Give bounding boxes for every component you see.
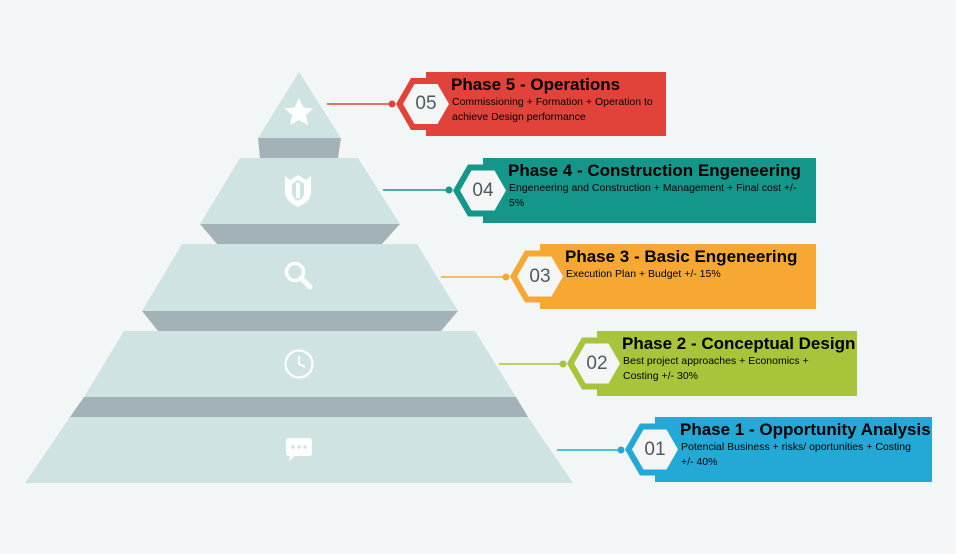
connector-dot-4 (445, 186, 453, 194)
phase-description-2: Best project approaches + Economics + Co… (623, 355, 809, 382)
phase-card-3 (540, 244, 816, 309)
pyramid-tier-shadow-3 (142, 311, 458, 331)
phase-description-1: Potencial Business + risks/ oportunities… (681, 441, 911, 468)
connector-dot-3 (502, 273, 510, 281)
connector-dot-1 (617, 446, 625, 454)
connector-dot-5 (388, 100, 396, 108)
phase-card-2 (597, 331, 857, 396)
phase-title-2: Phase 2 - Conceptual Design (622, 334, 856, 353)
phase-title-3: Phase 3 - Basic Engeneering (565, 247, 798, 266)
phase-hexagon-inner-1 (632, 429, 678, 470)
phase-title-4: Phase 4 - Construction Engeneering (508, 161, 801, 180)
phase-hexagon-inner-3 (517, 256, 563, 297)
connector-dot-2 (559, 360, 567, 368)
phase-card-1 (655, 417, 932, 482)
phase-number-2: 02 (586, 352, 608, 374)
phase-number-5: 05 (415, 93, 437, 114)
phase-number-1: 01 (644, 438, 666, 460)
clock-icon (284, 349, 314, 379)
shield-icon (285, 175, 311, 207)
phase-title-5: Phase 5 - Operations (451, 75, 621, 94)
phase-hexagon-inner-2 (574, 343, 620, 384)
phase-number-4: 04 (472, 179, 494, 201)
phase-card-5 (426, 72, 666, 136)
pyramid-tier-shadow-5 (258, 138, 341, 158)
phase-description-3: Execution Plan + Budget +/- 15% (566, 268, 721, 280)
pyramid-tier-shadow-4 (200, 224, 400, 244)
magnifier-icon (284, 261, 313, 290)
star-icon (284, 98, 314, 126)
pyramid-tier-shadow-2 (70, 397, 528, 417)
phase-hexagon-inner-4 (460, 170, 506, 211)
phase-number-3: 03 (529, 265, 551, 287)
phase-description-5: Commissioning + Formation + Operation to… (452, 96, 653, 123)
phase-title-1: Phase 1 - Opportunity Analysis (680, 420, 931, 439)
chat-bubble-icon (286, 438, 312, 461)
phase-description-4: Engeneering and Construction + Managemen… (509, 182, 797, 209)
phase-hexagon-inner-5 (403, 84, 449, 124)
phase-card-4 (483, 158, 816, 223)
